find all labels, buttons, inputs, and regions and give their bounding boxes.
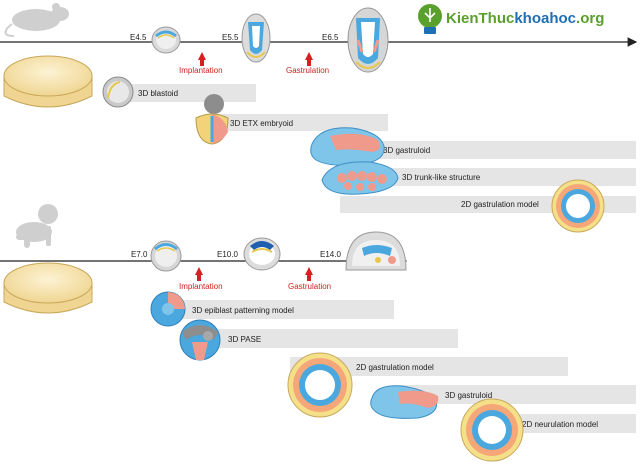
etx-embryoid-icon bbox=[195, 94, 229, 145]
culture-dish-human-icon bbox=[3, 262, 93, 314]
gastruloid-human-icon bbox=[370, 385, 439, 419]
model-label-2d-gastrulation-human: 2D gastrulation model bbox=[356, 363, 434, 372]
gastrulation-disc-mouse-icon bbox=[551, 179, 605, 233]
embryo-e10-0-icon bbox=[243, 237, 281, 271]
svg-text:KienThuckhoahoc.org: KienThuckhoahoc.org bbox=[446, 10, 604, 27]
model-label-2d-gastrulation-mouse: 2D gastrulation model bbox=[461, 200, 539, 209]
model-bar-3d-gastruloid bbox=[318, 141, 636, 159]
neurulation-disc-icon bbox=[460, 398, 524, 462]
gastrulation-arrow-icon bbox=[305, 52, 313, 66]
gastrulation-arrow-human-icon bbox=[305, 267, 313, 281]
watermark-logo: KienThuckhoahoc.org bbox=[418, 4, 604, 34]
model-bar-3d-gastruloid-human bbox=[392, 385, 636, 404]
model-label-3d-epiblast: 3D epiblast patterning model bbox=[192, 306, 294, 315]
stage-label-e7-0: E7.0 bbox=[131, 250, 148, 259]
event-label-implantation-human: Implantation bbox=[179, 282, 223, 291]
mouse-section: E4.5 E5.5 E6.5 Implantation bbox=[0, 3, 638, 233]
brand-name-part1: KienThuc bbox=[446, 10, 514, 27]
model-label-3d-blastoid: 3D blastoid bbox=[138, 89, 178, 98]
model-bar-3d-epiblast bbox=[172, 300, 394, 319]
model-label-3d-gastruloid-human: 3D gastruloid bbox=[445, 391, 492, 400]
brand-domain: .org bbox=[576, 10, 604, 27]
event-label-implantation: Implantation bbox=[179, 66, 223, 75]
model-label-3d-pase: 3D PASE bbox=[228, 335, 261, 344]
model-bar-3d-etx-embryoid bbox=[208, 114, 388, 131]
model-bar-3d-pase bbox=[200, 329, 458, 348]
model-bar-3d-trunk-like bbox=[338, 168, 636, 186]
gastrulation-disc-human-icon bbox=[287, 352, 353, 418]
stage-label-e10-0: E10.0 bbox=[217, 250, 238, 259]
stage-label-e5-5: E5.5 bbox=[222, 33, 239, 42]
model-label-3d-etx-embryoid: 3D ETX embryoid bbox=[230, 119, 293, 128]
model-label-3d-gastruloid: 3D gastruloid bbox=[383, 146, 430, 155]
implantation-arrow-icon bbox=[198, 52, 206, 66]
embryo-e6-5-icon bbox=[347, 7, 389, 73]
model-label-3d-trunk-like: 3D trunk-like structure bbox=[402, 173, 481, 182]
model-bar-2d-gastrulation-human bbox=[290, 357, 568, 376]
pase-icon bbox=[179, 319, 221, 361]
embryo-e7-0-icon bbox=[150, 240, 182, 272]
embryo-e14-0-icon bbox=[345, 231, 407, 271]
brand-name-part2: khoahoc bbox=[514, 10, 576, 27]
gastruloid-mouse-icon bbox=[310, 127, 385, 166]
stage-label-e4-5: E4.5 bbox=[130, 33, 147, 42]
trunk-like-structure-icon bbox=[321, 161, 399, 195]
event-label-gastrulation-human: Gastrulation bbox=[288, 282, 331, 291]
embryo-e4-5-icon bbox=[151, 26, 181, 54]
event-label-gastrulation: Gastrulation bbox=[286, 66, 329, 75]
model-bar-3d-blastoid bbox=[116, 84, 256, 102]
mouse-icon bbox=[4, 3, 69, 37]
human-section: E7.0 E10.0 E14.0 Implantation bbox=[0, 204, 636, 462]
implantation-arrow-human-icon bbox=[195, 267, 203, 281]
baby-icon bbox=[16, 204, 58, 248]
model-label-2d-neurulation: 2D neurulation model bbox=[522, 420, 598, 429]
epiblast-model-icon bbox=[150, 291, 186, 327]
stage-label-e6-5: E6.5 bbox=[322, 33, 339, 42]
lightbulb-logo-icon bbox=[418, 4, 442, 34]
embryo-e5-5-icon bbox=[241, 13, 271, 63]
stage-label-e14-0: E14.0 bbox=[320, 250, 341, 259]
blastoid-icon bbox=[102, 76, 134, 108]
culture-dish-icon bbox=[3, 55, 93, 108]
